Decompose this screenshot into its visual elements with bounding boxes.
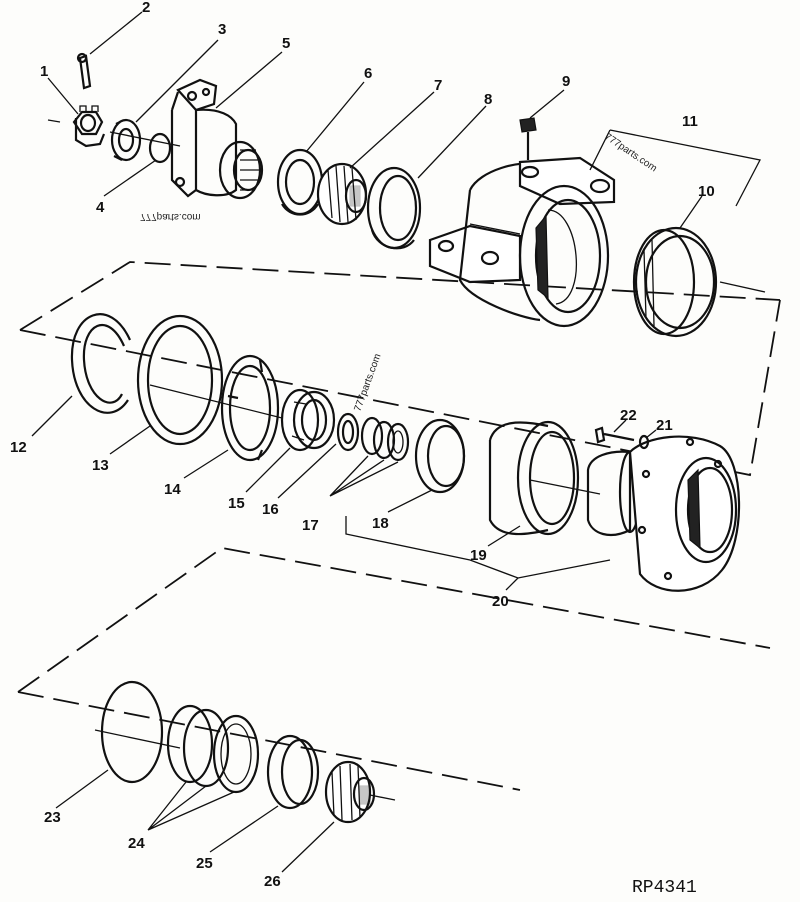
part-5-flange-yoke xyxy=(170,78,264,200)
callout-labels: 1 2 3 4 5 6 7 8 9 10 11 12 13 14 15 16 1… xyxy=(10,0,715,890)
reference-code: RP4341 xyxy=(632,878,697,898)
part-8-bearing-cup xyxy=(366,166,422,250)
callout-9: 9 xyxy=(562,73,570,90)
callout-21: 21 xyxy=(656,417,673,434)
callout-6: 6 xyxy=(364,65,372,82)
callout-15: 15 xyxy=(228,495,245,512)
callout-26: 26 xyxy=(264,873,281,890)
callout-14: 14 xyxy=(164,481,181,498)
callout-25: 25 xyxy=(196,855,213,872)
callout-17: 17 xyxy=(302,517,319,534)
part-18-bearing-cup xyxy=(414,418,466,494)
part-22-bolt xyxy=(594,426,635,444)
part-14-spacer xyxy=(220,354,280,462)
part-2-cotter-pin xyxy=(76,52,92,90)
part-10-bearing-cup xyxy=(632,226,718,338)
leader-lines xyxy=(31,11,761,873)
callout-7: 7 xyxy=(434,77,442,94)
callout-20: 20 xyxy=(492,593,509,610)
part-15-bearing-cone xyxy=(280,388,336,452)
callout-23: 23 xyxy=(44,809,61,826)
part-17-seal-set xyxy=(360,416,410,462)
callout-8: 8 xyxy=(484,91,492,108)
part-26-bearing-cone xyxy=(324,760,376,824)
part-25-bearing-cup xyxy=(266,734,320,810)
callout-3: 3 xyxy=(218,21,226,38)
callout-5: 5 xyxy=(282,35,290,52)
part-21-washer xyxy=(638,434,650,450)
group-boundary-upper xyxy=(19,261,781,477)
part-23-gasket xyxy=(100,680,164,784)
center-axis-upper xyxy=(47,119,766,293)
callout-19: 19 xyxy=(470,547,487,564)
callout-18: 18 xyxy=(372,515,389,532)
callout-1: 1 xyxy=(40,63,48,80)
group-boundary-lower xyxy=(17,547,771,791)
callout-13: 13 xyxy=(92,457,109,474)
part-7-bearing-cone xyxy=(316,162,368,226)
part-4-o-ring xyxy=(148,132,172,164)
part-19-bearing-cup xyxy=(488,420,580,536)
part-1-castle-nut xyxy=(72,105,106,148)
part-3-washer xyxy=(110,118,142,162)
part-6-seal xyxy=(276,148,324,216)
callout-24: 24 xyxy=(128,835,145,852)
watermark-1: 777parts.com xyxy=(140,211,201,222)
callout-12: 12 xyxy=(10,439,27,456)
part-12-snap-ring xyxy=(70,313,132,414)
part-11-housing xyxy=(428,156,616,328)
part-9-grease-fitting xyxy=(519,117,537,160)
part-24-shims xyxy=(166,704,260,794)
part-20-wheel-hub xyxy=(586,435,741,592)
part-16-washer xyxy=(336,412,360,452)
callout-10: 10 xyxy=(698,183,715,200)
callout-4: 4 xyxy=(96,199,105,216)
watermark-3: 777parts.com xyxy=(352,352,383,413)
part-13-seal xyxy=(136,314,224,446)
callout-16: 16 xyxy=(262,501,279,518)
callout-11: 11 xyxy=(682,113,698,130)
callout-22: 22 xyxy=(620,407,637,424)
callout-2: 2 xyxy=(142,0,150,16)
